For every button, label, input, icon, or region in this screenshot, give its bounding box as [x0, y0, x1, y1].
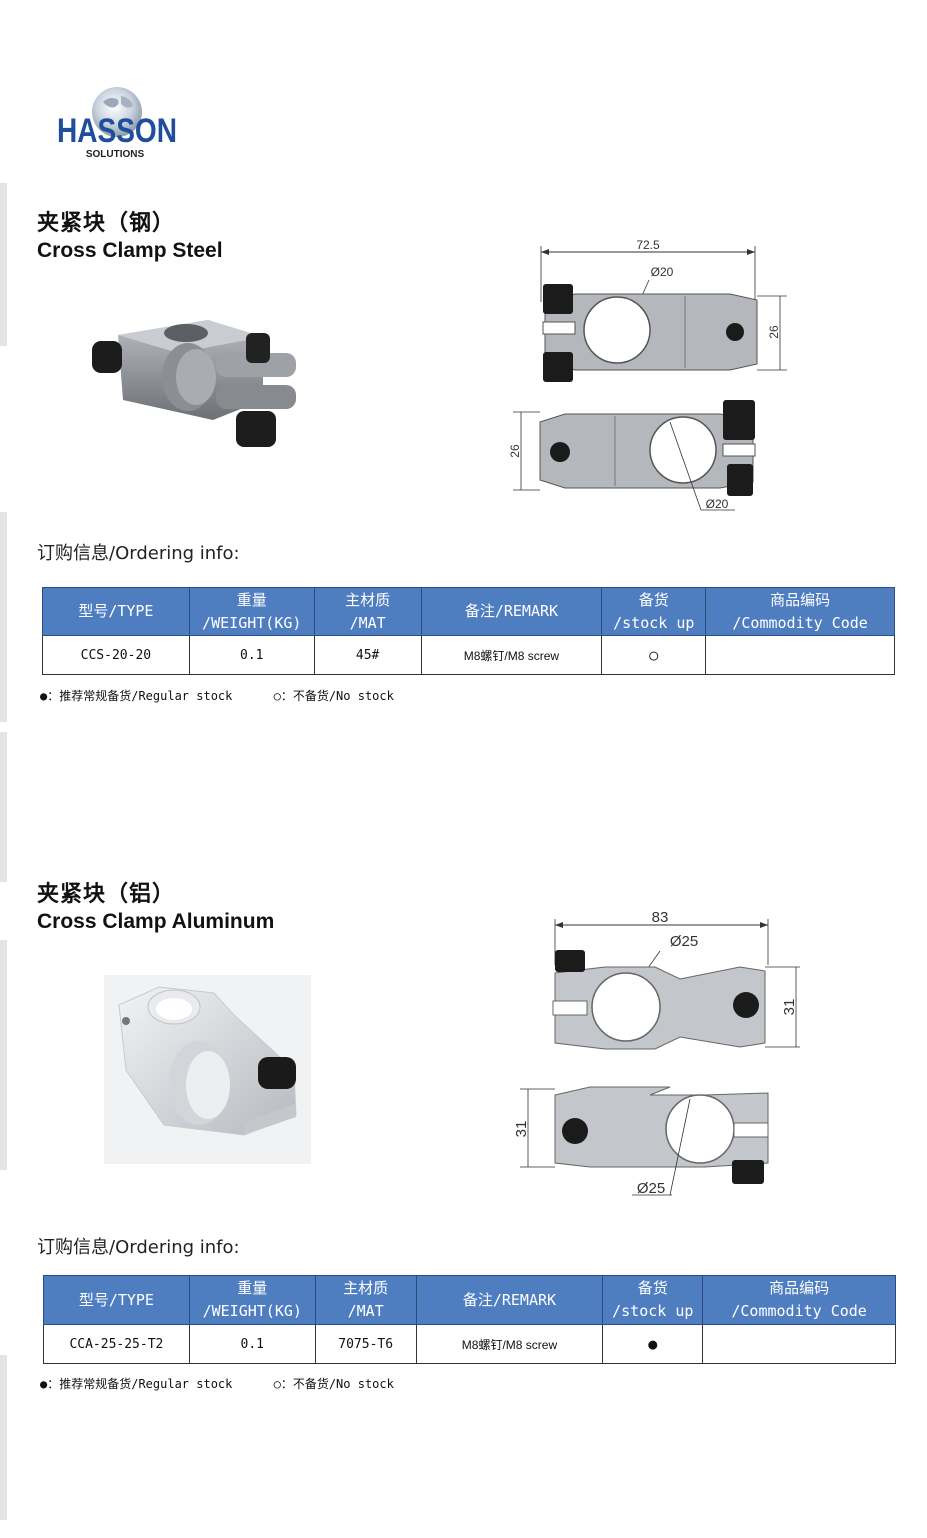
dim-height-top: 31: [781, 999, 798, 1016]
cell-weight: 0.1: [188, 635, 315, 675]
dim-height-top: 26: [767, 325, 781, 339]
cell-weight: 0.1: [188, 1324, 316, 1364]
header-stock: 备货/stock up: [601, 587, 707, 636]
header-type: 型号/TYPE: [42, 587, 190, 636]
cell-mat: 45#: [313, 635, 422, 675]
product-title-en: Cross Clamp Aluminum: [37, 910, 275, 933]
header-mat: 主材质/MAT: [313, 587, 422, 636]
hasson-logo: HASSON SOLUTIONS: [55, 84, 180, 162]
product-title-en: Cross Clamp Steel: [37, 239, 223, 262]
cell-mat: 7075-T6: [314, 1324, 417, 1364]
product-title-cn: 夹紧块（钢）: [37, 211, 176, 236]
cell-remark: M8螺钉/M8 screw: [415, 1324, 604, 1364]
aluminum-clamp-drawing: 83 Ø25 31 31 Ø25: [510, 905, 810, 1200]
steel-clamp-photo: [88, 315, 303, 455]
header-weight: 重量/WEIGHT(KG): [188, 587, 315, 636]
header-weight: 重量/WEIGHT(KG): [188, 1275, 316, 1325]
header-stock: 备货/stock up: [602, 1275, 704, 1325]
cell-stock: ●: [602, 1324, 704, 1364]
table-header-row: 型号/TYPE 重量/WEIGHT(KG) 主材质/MAT 备注/REMARK …: [42, 587, 895, 636]
header-remark: 备注/REMARK: [420, 587, 603, 636]
dim-diameter-bottom: Ø20: [706, 497, 729, 511]
stock-legend: ●：推荐常规备货/Regular stock ○：不备货/No stock: [40, 687, 428, 704]
header-type: 型号/TYPE: [43, 1275, 190, 1325]
header-code: 商品编码/Commodity Code: [702, 1275, 896, 1325]
ordering-info-label: 订购信息/Ordering info:: [37, 1237, 240, 1258]
dim-length: 83: [652, 909, 669, 926]
cell-type: CCA-25-25-T2: [43, 1324, 190, 1364]
edge-mark: [0, 1355, 7, 1520]
dim-length: 72.5: [636, 238, 660, 252]
cell-type: CCS-20-20: [42, 635, 190, 675]
aluminum-clamp-photo: [104, 975, 311, 1164]
cell-code: [705, 635, 895, 675]
edge-mark: [0, 512, 7, 722]
table-header-row: 型号/TYPE 重量/WEIGHT(KG) 主材质/MAT 备注/REMARK …: [43, 1275, 896, 1325]
dim-height-bottom: 26: [508, 444, 522, 458]
logo-tagline: SOLUTIONS: [86, 149, 145, 160]
edge-mark: [0, 183, 7, 346]
dim-diameter-bottom: Ø25: [637, 1180, 665, 1197]
product-title-cn: 夹紧块（铝）: [37, 882, 176, 907]
table-row: CCA-25-25-T2 0.1 7075-T6 M8螺钉/M8 screw ●: [43, 1324, 896, 1364]
legend-no-stock: ○：不备货/No stock: [273, 689, 394, 703]
dim-height-bottom: 31: [513, 1121, 530, 1138]
ordering-table: 型号/TYPE 重量/WEIGHT(KG) 主材质/MAT 备注/REMARK …: [42, 587, 895, 675]
stock-legend: ●：推荐常规备货/Regular stock ○：不备货/No stock: [40, 1375, 428, 1392]
steel-clamp-drawing: 72.5 Ø20 26 26 Ø20: [505, 232, 805, 522]
edge-mark: [0, 940, 7, 1170]
dim-diameter-top: Ø20: [651, 265, 674, 279]
legend-regular: ●：推荐常规备货/Regular stock: [40, 1377, 233, 1391]
header-code: 商品编码/Commodity Code: [705, 587, 895, 636]
legend-regular: ●：推荐常规备货/Regular stock: [40, 689, 233, 703]
cell-stock: ○: [601, 635, 707, 675]
cell-remark: M8螺钉/M8 screw: [420, 635, 603, 675]
header-mat: 主材质/MAT: [314, 1275, 417, 1325]
table-row: CCS-20-20 0.1 45# M8螺钉/M8 screw ○: [42, 635, 895, 675]
logo-brand: HASSON: [57, 112, 177, 150]
header-remark: 备注/REMARK: [415, 1275, 604, 1325]
legend-no-stock: ○：不备货/No stock: [273, 1377, 394, 1391]
edge-mark: [0, 732, 7, 882]
dim-diameter-top: Ø25: [670, 933, 698, 950]
ordering-info-label: 订购信息/Ordering info:: [37, 543, 240, 564]
ordering-table: 型号/TYPE 重量/WEIGHT(KG) 主材质/MAT 备注/REMARK …: [43, 1275, 896, 1364]
cell-code: [702, 1324, 896, 1364]
